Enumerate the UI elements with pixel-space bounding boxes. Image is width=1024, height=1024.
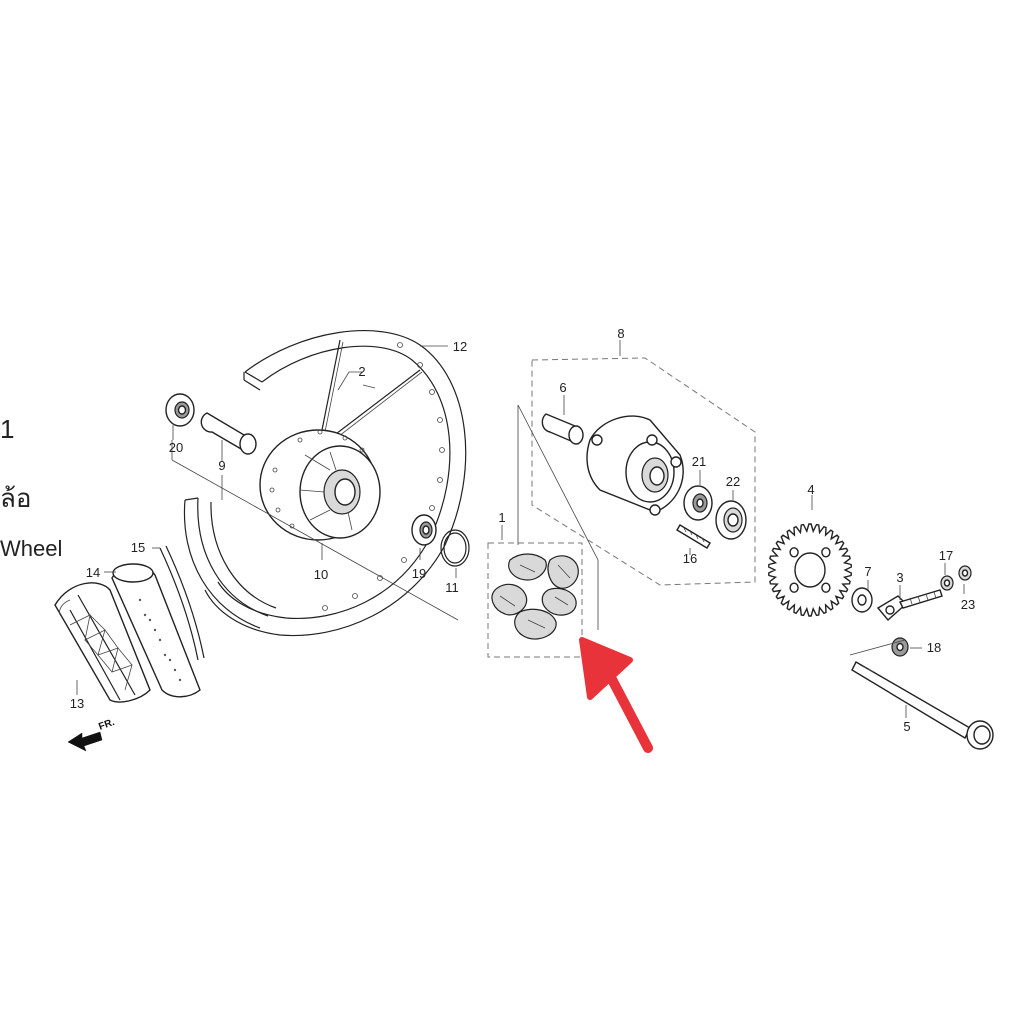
collar-6 [541,413,584,445]
part-number-15: 15 [131,540,145,555]
tire-13 [54,582,151,703]
bearing-21 [683,485,713,521]
title-wheel: Wheel [0,536,63,561]
part-number-8: 8 [617,326,624,341]
sprocket-center-hole [794,552,826,588]
bearing-19 [411,514,437,546]
part-number-6: 6 [559,380,566,395]
part-number-9: 9 [218,458,225,473]
part-number-23: 23 [961,597,975,612]
part-number-19: 19 [412,566,426,581]
part-number-16: 16 [683,551,697,566]
bearing-20 [165,393,195,427]
collar-7 [851,587,873,613]
rim-band-15 [159,545,205,661]
part-number-10: 10 [314,567,328,582]
sprocket-bolt-hole [789,547,799,558]
part-number-7: 7 [864,564,871,579]
leader-lines [76,340,965,718]
sprocket-bolt-hole [821,582,831,593]
damper-set-1 [487,542,583,658]
part-number-14: 14 [86,565,100,580]
nut-18 [891,637,909,657]
part-number-5: 5 [903,719,910,734]
flange-assembly-box [531,357,756,586]
part-number-11: 11 [445,580,459,595]
tube-14 [111,563,201,698]
nut-17 [940,575,954,591]
collar-9 [200,412,257,455]
nut-23 [958,565,972,581]
sprocket-4 [767,523,853,617]
sprocket-bolt-hole [821,547,831,558]
part-number-17: 17 [939,548,953,563]
part-number-2: 2 [358,364,365,379]
o-ring-11 [440,529,470,567]
flange-8 [586,415,684,516]
part-number-4: 4 [807,482,814,497]
title-thai: ล้อ [0,483,32,513]
front-direction-arrow: FR. [67,717,116,752]
chain-adjuster-3 [876,589,943,622]
highlight-arrow [579,637,653,753]
part-number-1: 1 [498,510,505,525]
part-number-22: 22 [726,474,740,489]
part-number-20: 20 [169,440,183,455]
oil-seal-22 [715,500,747,540]
title-number: 1 [0,414,15,444]
stud-16 [676,524,711,549]
part-number-13: 13 [70,696,84,711]
part-number-3: 3 [896,570,903,585]
fr-label: FR. [97,717,116,733]
sprocket-bolt-hole [789,582,799,593]
axle-5 [849,639,994,750]
wheel-hub [259,429,381,541]
part-number-12: 12 [453,339,467,354]
part-number-18: 18 [927,640,941,655]
part-number-21: 21 [692,454,706,469]
